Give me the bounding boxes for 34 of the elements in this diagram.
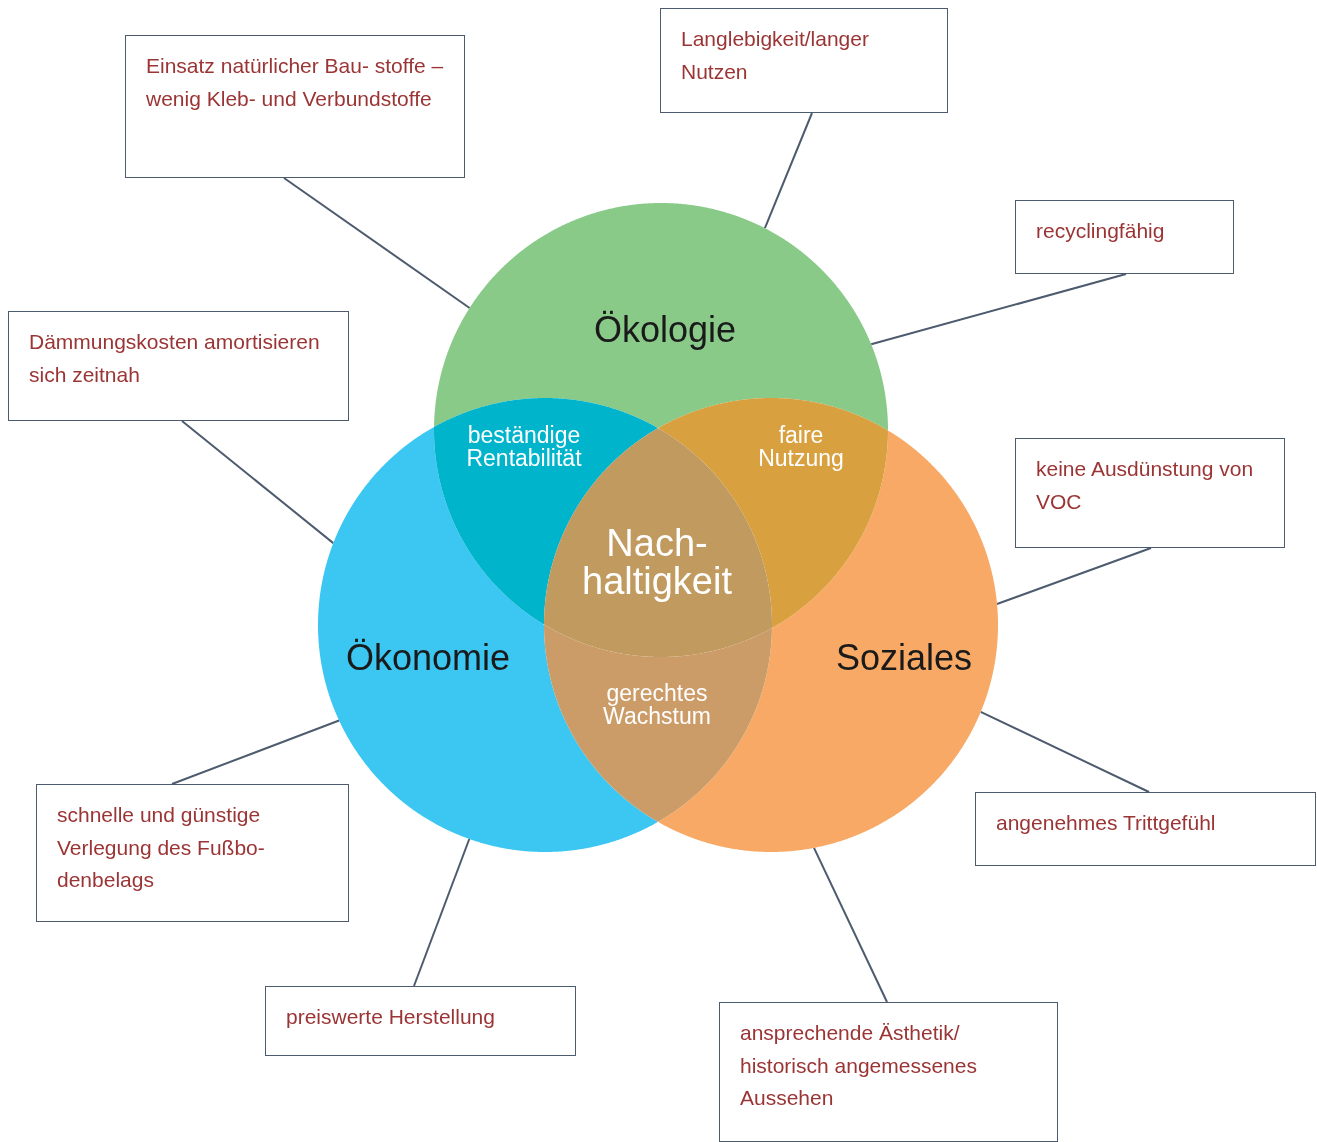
- callout-box: [36, 784, 349, 922]
- overlap-label: gerechtes Wachstum: [602, 682, 712, 728]
- connector-line: [979, 710, 1150, 793]
- connector-line: [813, 846, 888, 1003]
- callout-text: Einsatz natürlicher Bau- stoffe – wenig Kleb- und Verbundstoffe: [146, 53, 444, 112]
- callout-box: [1015, 200, 1234, 274]
- connector-line: [996, 547, 1152, 605]
- connector-line: [181, 420, 335, 545]
- callout-text: Dämmungskosten amortisieren sich zeitnah: [29, 329, 321, 388]
- circle-title: Ökologie: [593, 309, 737, 351]
- callout-box: [660, 8, 948, 113]
- callout-box: [265, 986, 576, 1056]
- callout-box: [1015, 438, 1285, 548]
- connector-line: [870, 273, 1127, 346]
- overlap-label: Nach- haltigkeit: [581, 524, 733, 600]
- connector-line: [171, 719, 341, 785]
- callout-box: [719, 1002, 1058, 1142]
- overlap-label: beständige Rentabilität: [465, 424, 583, 470]
- callout-text: recyclingfähig: [1036, 218, 1166, 244]
- callout-text: ansprechende Ästhetik/ historisch angemessenes Aussehen: [740, 1020, 978, 1112]
- connector-line: [763, 112, 813, 230]
- connector-line: [413, 838, 471, 987]
- callout-text: keine Ausdünstung von VOC: [1036, 456, 1255, 515]
- connector-line: [283, 177, 471, 309]
- callout-box: [125, 35, 465, 178]
- callout-text: angenehmes Trittgefühl: [996, 810, 1217, 836]
- circle-title: Soziales: [835, 637, 973, 679]
- callout-box: [975, 792, 1316, 866]
- callout-box: [8, 311, 349, 421]
- callout-text: Langlebigkeit/langer Nutzen: [681, 26, 870, 85]
- callout-text: preiswerte Herstellung: [286, 1004, 496, 1030]
- overlap-label: faire Nutzung: [757, 424, 845, 470]
- circle-title: Ökonomie: [345, 637, 511, 679]
- callout-text: schnelle und günstige Verlegung des Fußbo- denbelags: [57, 802, 266, 894]
